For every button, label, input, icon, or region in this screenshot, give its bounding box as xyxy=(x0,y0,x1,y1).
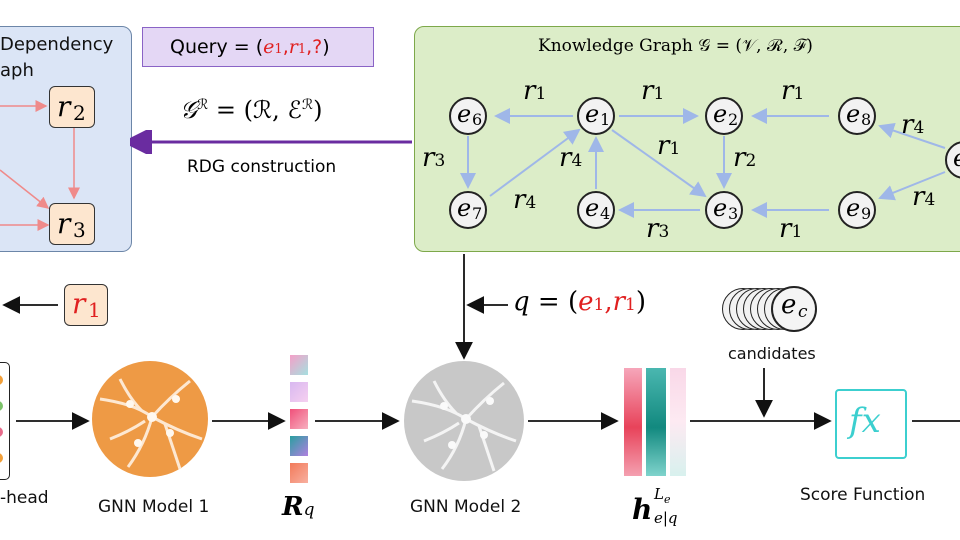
rdg-edge-to-r3-a xyxy=(0,169,50,209)
q-label: q = (e1,r1) xyxy=(513,287,647,317)
candidate-node-ec: e c xyxy=(771,286,817,332)
h-label: h L e e|q xyxy=(632,485,678,527)
query-text: Query = (e1,r1,?) xyxy=(170,36,330,58)
gnn-model-2-label: GNN Model 2 xyxy=(410,497,522,517)
r1-input-box: r 1 xyxy=(64,284,108,326)
candidates-stack: e c xyxy=(722,286,822,336)
rdg-construction-arrow xyxy=(130,130,412,154)
multi-head-vector xyxy=(0,362,10,480)
kg-edge-label: r1 xyxy=(781,76,805,106)
kg-edge-label: r1 xyxy=(779,214,803,244)
gnn-model-1-icon xyxy=(92,361,208,477)
rdg-node-r3: r 3 xyxy=(49,203,95,245)
kg-edge-label: r4 xyxy=(513,185,537,215)
score-function-box: fx xyxy=(835,389,907,459)
rdg-construction-label: RDG construction xyxy=(187,157,337,177)
kg-edge-label: r4 xyxy=(901,110,925,140)
rdg-node-r2: r 2 xyxy=(49,86,95,128)
rdg-edges xyxy=(0,100,80,231)
score-function-label: Score Function xyxy=(800,485,926,505)
function-icon: fx xyxy=(849,401,881,441)
kg-edge-label: r2 xyxy=(733,143,757,173)
multi-head-label: -head xyxy=(0,488,49,508)
rq-vector xyxy=(290,355,308,485)
gnn-model-2-icon xyxy=(404,361,524,481)
kg-edge-label: r1 xyxy=(657,131,681,161)
kg-title: Knowledge Graph 𝒢 = (𝒱, ℛ, ℱ) xyxy=(538,36,813,56)
rdg-title-line2: aph xyxy=(0,60,34,81)
kg-edge-label: r3 xyxy=(646,214,670,244)
kg-edge-label: r1 xyxy=(641,76,665,106)
rdg-formula: 𝒢ℛ = (ℛ, ℰℛ) xyxy=(180,96,323,124)
kg-edge-label: r3 xyxy=(422,143,446,173)
kg-edges xyxy=(460,108,946,218)
kg-edge-label: r4 xyxy=(912,182,936,212)
kg-edge-label: r1 xyxy=(523,76,547,106)
candidates-label: candidates xyxy=(728,344,816,363)
gnn-model-1-label: GNN Model 1 xyxy=(98,497,210,517)
rq-label: Rq xyxy=(282,492,315,522)
query-box xyxy=(142,27,374,67)
kg-edge-label: r4 xyxy=(559,143,583,173)
rdg-title-line1: Dependency xyxy=(0,34,114,55)
entity-representation-stack xyxy=(624,368,688,476)
